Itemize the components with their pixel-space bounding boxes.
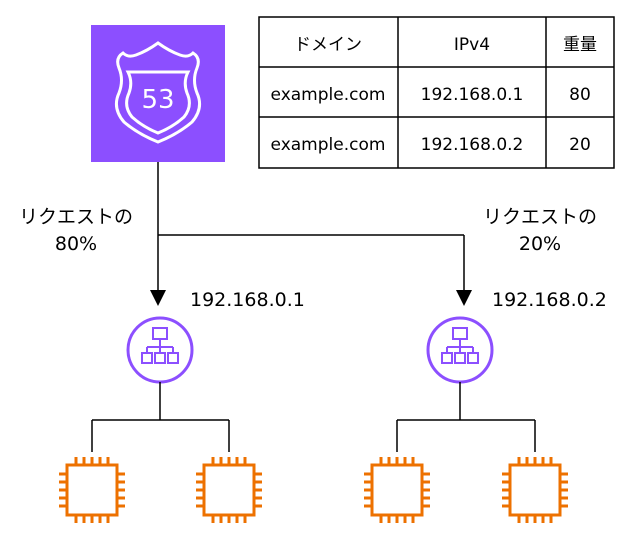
left-arrowhead: [150, 290, 166, 306]
table-header-ipv4: IPv4: [454, 35, 490, 55]
load-balancer-icon: [126, 316, 194, 384]
table-cell-ipv4: 192.168.0.1: [421, 85, 524, 105]
ec2-chip-icon: [500, 455, 570, 525]
load-balancer-icon: [426, 316, 494, 384]
ec2-chip-icon: [57, 455, 127, 525]
right-arrowhead: [456, 290, 472, 306]
right-ip-label: 192.168.0.2: [492, 289, 607, 311]
route53-shield-icon: [114, 41, 202, 144]
records-table: ドメイン IPv4 重量 example.com 192.168.0.1 80 …: [258, 16, 615, 169]
table-cell-weight: 80: [569, 85, 591, 105]
ec2-chip-icon: [362, 455, 432, 525]
table-header-weight: 重量: [563, 35, 597, 55]
left-ip-label: 192.168.0.1: [190, 289, 305, 311]
table-cell-ipv4: 192.168.0.2: [421, 135, 524, 155]
request-connector: [157, 162, 465, 292]
left-request-percent: 80%: [55, 233, 97, 255]
table-cell-domain: example.com: [271, 85, 386, 105]
right-request-label: リクエストの: [483, 206, 597, 228]
table-cell-domain: example.com: [271, 135, 386, 155]
table-cell-weight: 20: [569, 135, 591, 155]
route53-icon: 53: [91, 25, 225, 162]
right-request-percent: 20%: [519, 233, 561, 255]
route53-badge: 53: [141, 85, 174, 115]
ec2-chip-icon: [194, 455, 264, 525]
instance-connector: [91, 382, 536, 452]
left-request-label: リクエストの: [19, 206, 133, 228]
route53-background: [91, 25, 225, 162]
table-header-domain: ドメイン: [294, 35, 362, 55]
